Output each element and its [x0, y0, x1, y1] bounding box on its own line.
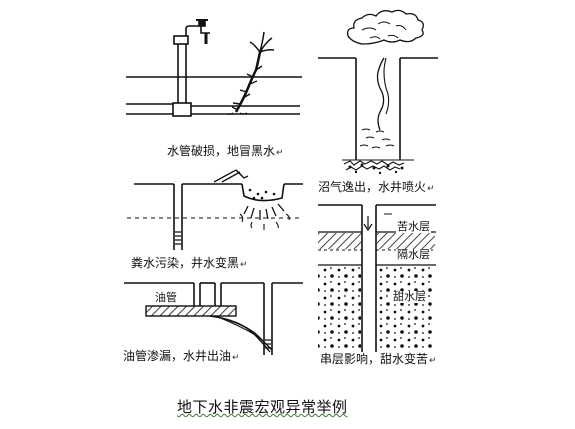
swamp-rubble-fill	[348, 163, 404, 175]
oil-pipe	[145, 305, 237, 317]
swamp-caption-text: 沼气逸出，水井喷火	[318, 180, 427, 194]
oil-illustration	[124, 282, 303, 355]
return-mark-icon: ↵	[276, 148, 284, 158]
bitter-hatch-right	[377, 233, 435, 249]
oil-caption: 油管渗漏，水井出油↵	[123, 349, 240, 365]
layers-caption: 串层影响，甜水变苦↵	[320, 352, 437, 368]
swamp-illustration	[318, 9, 438, 171]
layers-caption-text: 串层影响，甜水变苦	[320, 352, 429, 366]
return-mark-icon: ↵	[240, 260, 248, 270]
sweet-dots-left	[318, 266, 361, 350]
pipe-caption: 水管破损，地冒黑水↵	[167, 144, 284, 160]
bitter-hatch-left	[318, 233, 361, 249]
figure-caption: 地下水非震宏观异常举例	[177, 398, 348, 416]
oil-pipe-label: 油管	[154, 291, 178, 304]
pipe-caption-text: 水管破损，地冒黑水	[167, 144, 276, 158]
layers-illustration	[318, 204, 436, 352]
bitter-water-layer-label: 苦水层	[396, 220, 431, 233]
sewage-pit-fill	[248, 188, 276, 200]
oil-caption-text: 油管渗漏，水井出油	[123, 349, 232, 363]
return-mark-icon: ↵	[427, 184, 435, 194]
sewage-caption-text: 粪水污染，井水变黑	[131, 256, 240, 270]
pipe-illustration	[126, 19, 302, 117]
sewage-illustration	[127, 169, 303, 250]
sweet-dots-right	[377, 266, 435, 350]
sewage-caption: 粪水污染，井水变黑↵	[131, 256, 248, 272]
swamp-caption: 沼气逸出，水井喷火↵	[318, 180, 435, 196]
figure-caption-text: 地下水非震宏观异常举例	[177, 398, 348, 416]
return-mark-icon: ↵	[429, 356, 437, 366]
aquitard-layer-label: 隔水层	[396, 248, 431, 261]
return-mark-icon: ↵	[232, 353, 240, 363]
sweet-water-layer-label: 甜水层	[392, 290, 427, 303]
